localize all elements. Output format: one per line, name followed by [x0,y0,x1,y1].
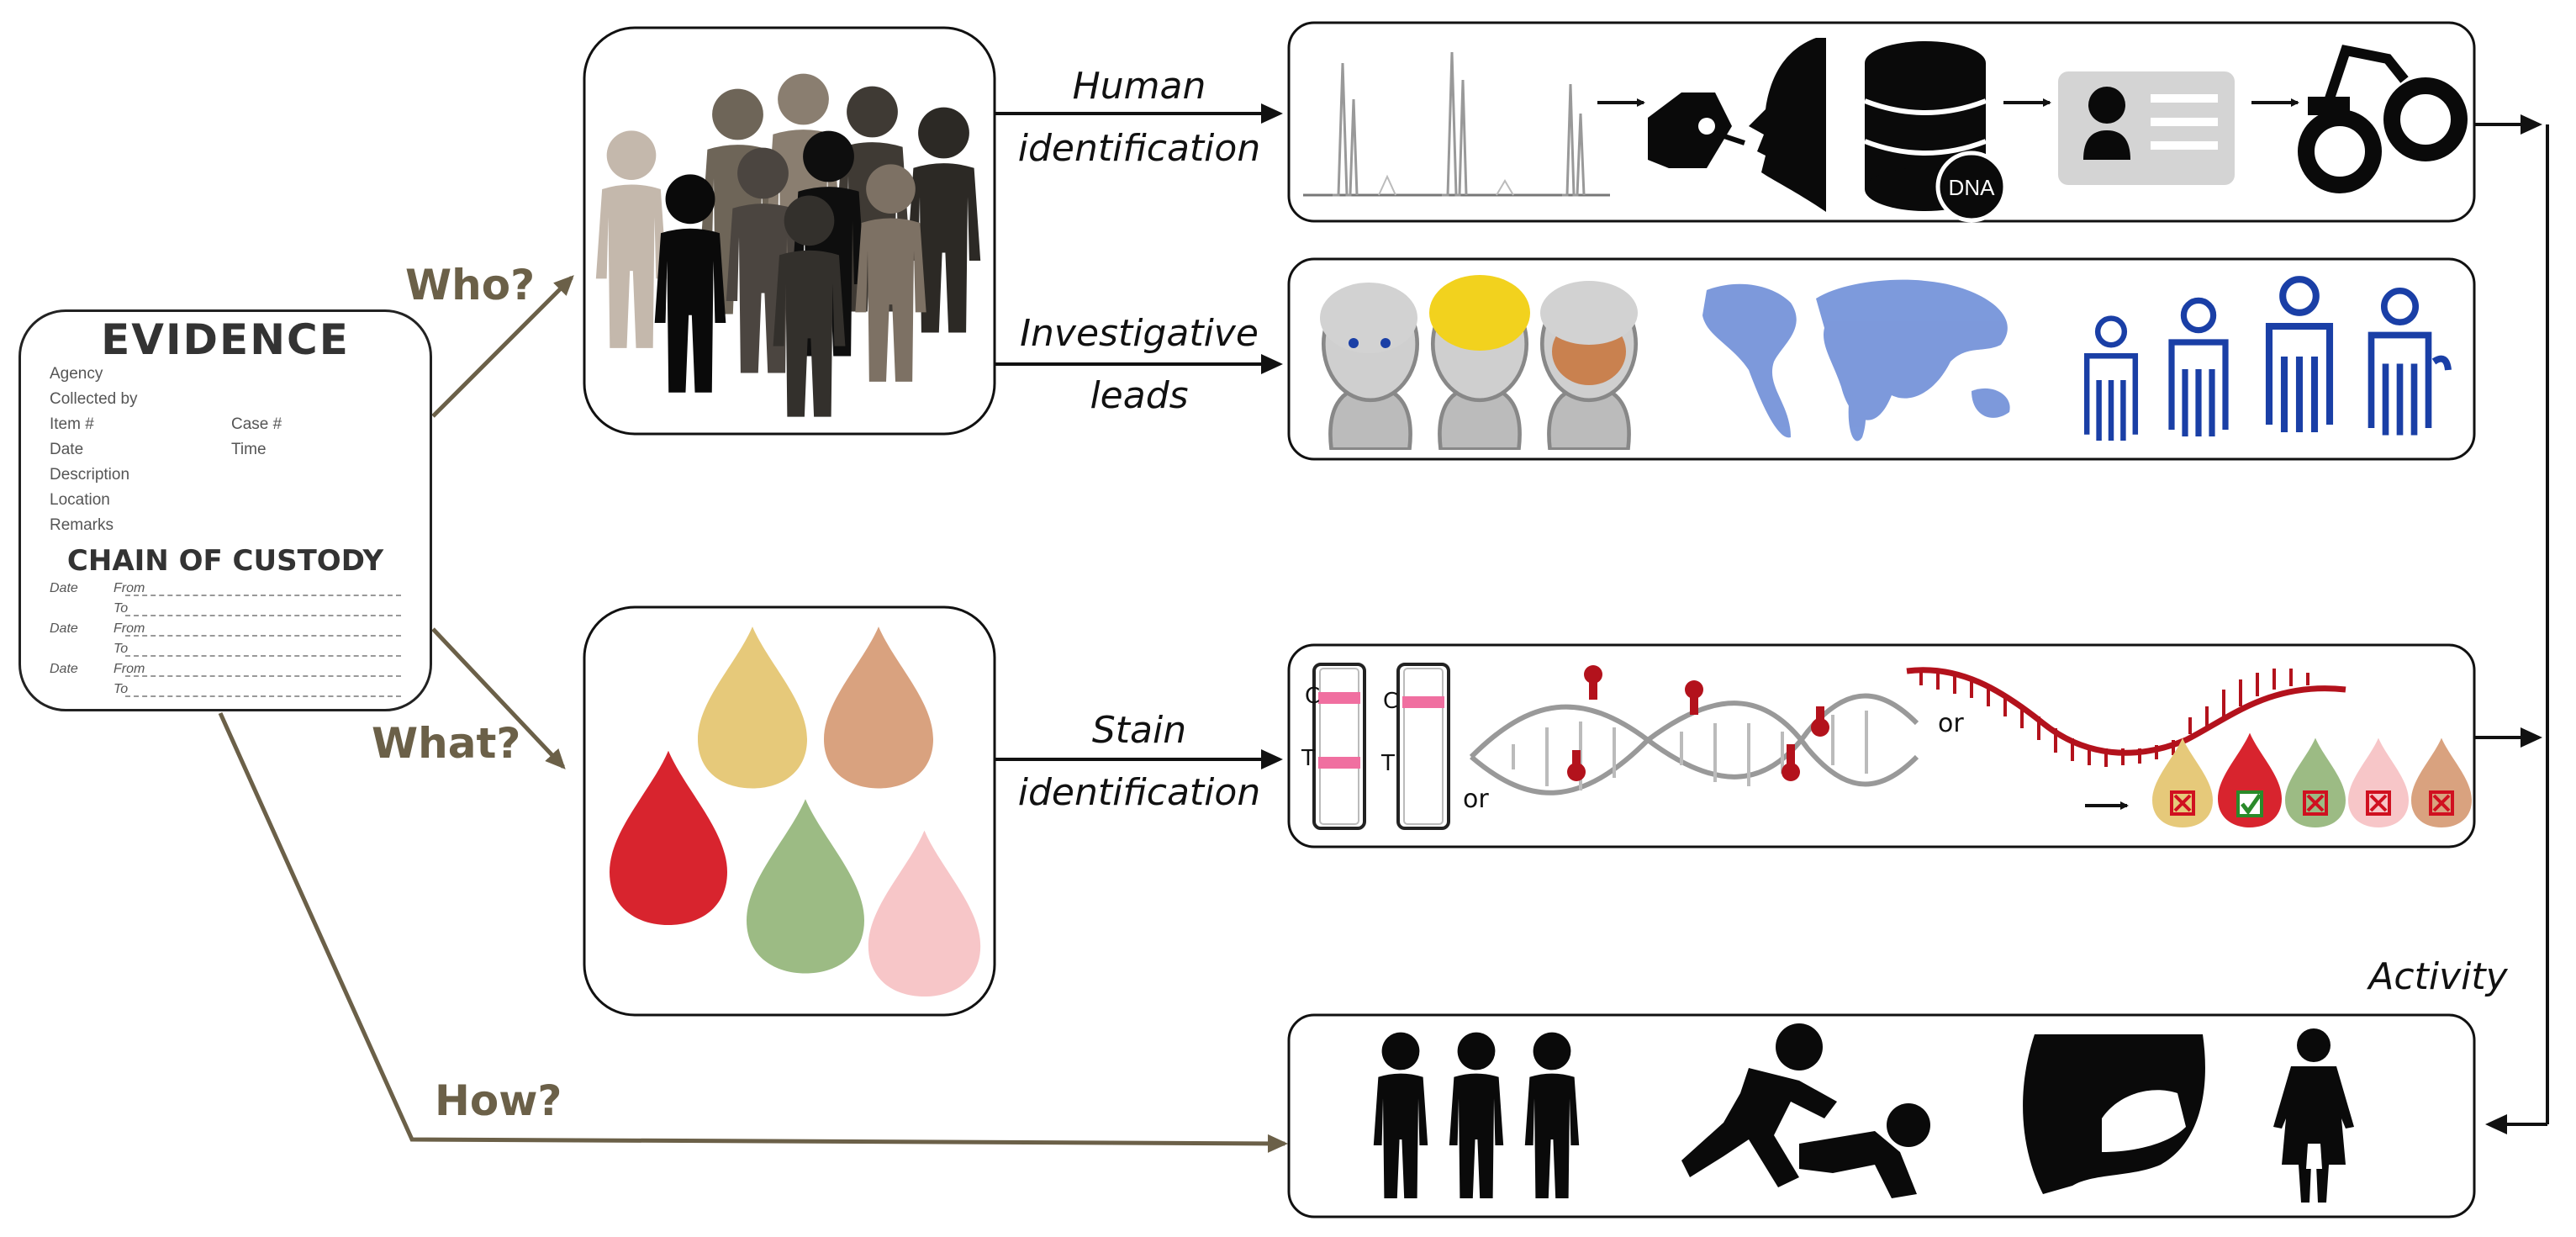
crowd-panel [583,26,996,436]
how-question: How? [435,1076,562,1125]
assault-icon [1681,1023,1930,1198]
activity-panel [1287,1013,2476,1218]
question-connectors [218,275,1288,1153]
field-collected-by: Collected by [50,390,401,412]
custody-row: To [50,642,401,660]
dna-badge-label: DNA [1949,175,1996,200]
field-agency: Agency [50,365,401,387]
activity-label: Activity [2368,955,2508,998]
world-map-icon [1702,279,2010,441]
field-remarks: Remarks [50,516,401,538]
field-description: Description [50,466,401,488]
strip1-t-label: T [1301,746,1315,771]
what-question: What? [372,719,521,768]
stains-panel [583,605,996,1017]
handcuffs-icon [2298,45,2468,193]
buccal-swab-icon [1648,38,1826,212]
evidence-title: EVIDENCE [101,315,350,364]
field-location: Location [50,491,401,513]
human-identification-label: Human identification [1017,65,1261,170]
field-case: Case # [231,415,401,437]
custody-row: To [50,601,401,620]
who-question: Who? [405,261,536,309]
mrna-icon [1906,667,2346,767]
dna-methylation-icon [1469,665,1919,796]
electropherogram-icon [1303,51,1610,197]
strip1-c-label: C [1305,684,1320,709]
strip2-c-label: C [1383,689,1398,714]
evidence-card: EVIDENCE Agency Collected by Item # Case… [18,309,432,711]
or-label-2: or [1938,709,1964,738]
activity-bracket [2472,114,2549,1134]
face-phenotype-icon [1320,275,1638,449]
what-arrow [431,627,566,769]
lateral-flow-test-icon: C T C T [1301,663,1450,830]
how-arrow [218,711,1288,1153]
id-card-icon [2058,71,2235,185]
field-item: Item # [50,415,219,437]
field-date: Date [50,441,219,463]
chain-of-custody-title: CHAIN OF CUSTODY [66,544,384,578]
stain-result-drops [2152,732,2472,827]
human-identification-panel: DNA [1287,21,2476,223]
who-arrow [431,275,574,418]
stain-identification-label: Stain identification [1017,709,1261,814]
stain-identification-panel: C T C T or or [1287,643,2476,848]
investigative-leads-panel [1287,257,2476,461]
or-label-1: or [1463,785,1489,814]
investigative-leads-label: Investigative leads [1020,312,1259,417]
age-progression-icon [2087,279,2452,441]
field-time: Time [231,441,401,463]
groping-icon [2023,1034,2205,1194]
strip2-t-label: T [1380,751,1395,776]
dna-database-icon: DNA [1863,41,2008,223]
child-abuse-icon [2273,1028,2354,1203]
custody-row: To [50,682,401,700]
